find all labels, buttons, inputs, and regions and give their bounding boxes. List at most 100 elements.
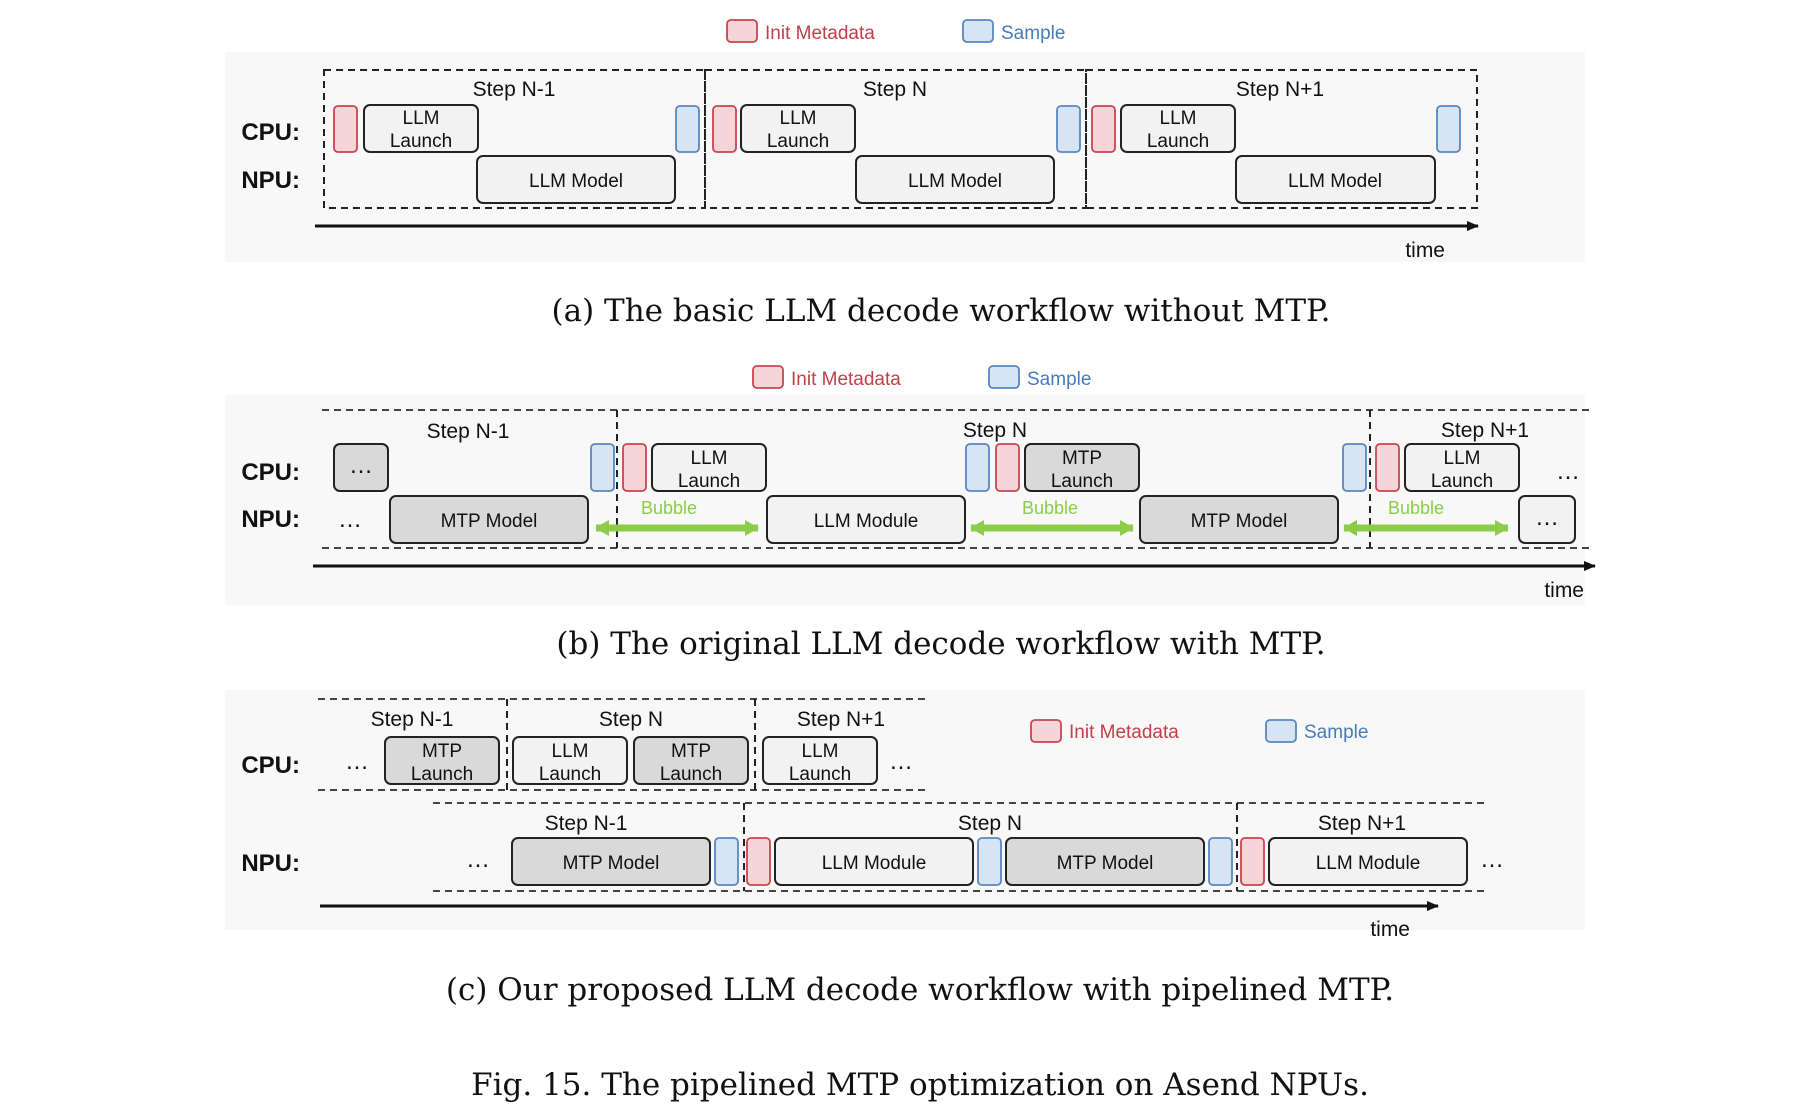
box-text: Launch <box>1147 131 1209 152</box>
panel-b: Init Metadata Sample Step N-1 Step N Ste… <box>225 365 1596 662</box>
legend-init-label: Init Metadata <box>791 369 901 390</box>
llm-model-box <box>855 155 1055 204</box>
legend-b: Init Metadata Sample <box>752 365 1091 390</box>
legend-init-swatch <box>726 19 758 43</box>
cpu-lane-label: CPU: <box>241 119 300 146</box>
box-text: MTP Model <box>1191 511 1288 532</box>
step-label: Step N+1 <box>797 708 885 731</box>
ellipsis-text: … <box>889 748 913 775</box>
step-label: Step N-1 <box>545 812 628 835</box>
box-text: MTP <box>671 741 711 762</box>
llm-module-box <box>766 495 966 544</box>
box-text: LLM <box>552 741 589 762</box>
step-label: Step N-1 <box>427 420 510 443</box>
llm-model-box <box>1235 155 1436 204</box>
ellipsis-text: … <box>1535 504 1559 531</box>
ellipsis-text: … <box>1556 458 1580 485</box>
init-metadata-block <box>1091 105 1116 153</box>
init-metadata-block <box>746 837 771 886</box>
sample-block <box>1056 105 1081 153</box>
mtp-launch-box <box>1024 443 1140 492</box>
mtp-model-box <box>1139 495 1339 544</box>
panel-c: Init Metadata Sample Step N-1 Step N Ste… <box>225 690 1585 1008</box>
box-text: LLM Model <box>1288 171 1382 192</box>
mtp-launch-box <box>633 736 749 785</box>
box-text: LLM <box>1160 108 1197 129</box>
llm-launch-box <box>740 104 856 153</box>
llm-launch-box <box>1120 104 1236 153</box>
panel-a: Init Metadata Sample Step N-1 Step N Ste… <box>225 19 1585 329</box>
llm-launch-box <box>363 104 479 153</box>
bubble-label: Bubble <box>641 498 697 518</box>
box-text: Launch <box>767 131 829 152</box>
llm-module-box <box>1268 837 1468 886</box>
step-label: Step N <box>863 78 927 101</box>
box-text: Launch <box>678 471 740 492</box>
ellipsis-box <box>333 443 389 492</box>
figure-caption: Fig. 15. The pipelined MTP optimization … <box>471 1067 1369 1103</box>
box-text: LLM <box>403 108 440 129</box>
init-metadata-block <box>622 443 647 492</box>
legend-init-label: Init Metadata <box>1069 722 1179 743</box>
init-metadata-block <box>1240 837 1265 886</box>
sample-block <box>714 837 739 886</box>
step-frame <box>323 69 706 209</box>
box-text: LLM Module <box>814 511 919 532</box>
box-text: MTP Model <box>1057 853 1154 874</box>
step-label: Step N-1 <box>371 708 454 731</box>
sample-block <box>1208 837 1233 886</box>
time-axis-label: time <box>1370 918 1410 941</box>
box-text: MTP <box>1062 448 1102 469</box>
legend-init-swatch <box>1030 719 1062 743</box>
legend-sample-swatch <box>1265 719 1297 743</box>
llm-launch-box <box>651 443 767 492</box>
time-axis-label: time <box>1405 239 1445 262</box>
box-text: LLM <box>802 741 839 762</box>
box-text: MTP <box>422 741 462 762</box>
step-label: Step N+1 <box>1441 419 1529 442</box>
bubble-label: Bubble <box>1022 498 1078 518</box>
sample-block <box>1342 443 1367 492</box>
ellipsis-text: … <box>349 452 373 479</box>
caption-c: (c) Our proposed LLM decode workflow wit… <box>446 972 1394 1008</box>
legend-c: Init Metadata Sample <box>1030 719 1368 743</box>
box-text: Launch <box>539 764 601 785</box>
legend-sample-label: Sample <box>1001 23 1065 44</box>
box-text: LLM Model <box>908 171 1002 192</box>
box-text: LLM <box>691 448 728 469</box>
npu-lane-label: NPU: <box>241 850 300 877</box>
box-text: LLM Module <box>822 853 927 874</box>
mtp-launch-box <box>384 736 500 785</box>
caption-a: (a) The basic LLM decode workflow withou… <box>552 293 1331 329</box>
init-metadata-block <box>995 443 1020 492</box>
box-text: LLM Model <box>529 171 623 192</box>
step-label: Step N-1 <box>473 78 556 101</box>
sample-block <box>965 443 990 492</box>
box-text: LLM <box>1444 448 1481 469</box>
step-label: Step N+1 <box>1236 78 1324 101</box>
mtp-model-box <box>389 495 589 544</box>
sample-block <box>1436 105 1461 153</box>
legend-init-swatch <box>752 365 784 389</box>
init-metadata-block <box>712 105 737 153</box>
box-text: Launch <box>1051 471 1113 492</box>
ellipsis-text: … <box>466 846 490 873</box>
sample-block <box>675 105 700 153</box>
llm-launch-box <box>1404 443 1520 492</box>
mtp-model-box <box>1005 837 1205 886</box>
legend-sample-swatch <box>962 19 994 43</box>
llm-module-box <box>774 837 974 886</box>
box-text: MTP Model <box>441 511 538 532</box>
legend-sample-label: Sample <box>1304 722 1368 743</box>
init-metadata-block <box>333 105 358 153</box>
box-text: Launch <box>411 764 473 785</box>
box-text: MTP Model <box>563 853 660 874</box>
llm-launch-box <box>762 736 878 785</box>
mtp-model-box <box>511 837 711 886</box>
caption-b: (b) The original LLM decode workflow wit… <box>556 626 1325 662</box>
ellipsis-text: … <box>1480 846 1504 873</box>
box-text: LLM Module <box>1316 853 1421 874</box>
time-axis-label: time <box>1544 579 1584 602</box>
step-label: Step N <box>963 419 1027 442</box>
